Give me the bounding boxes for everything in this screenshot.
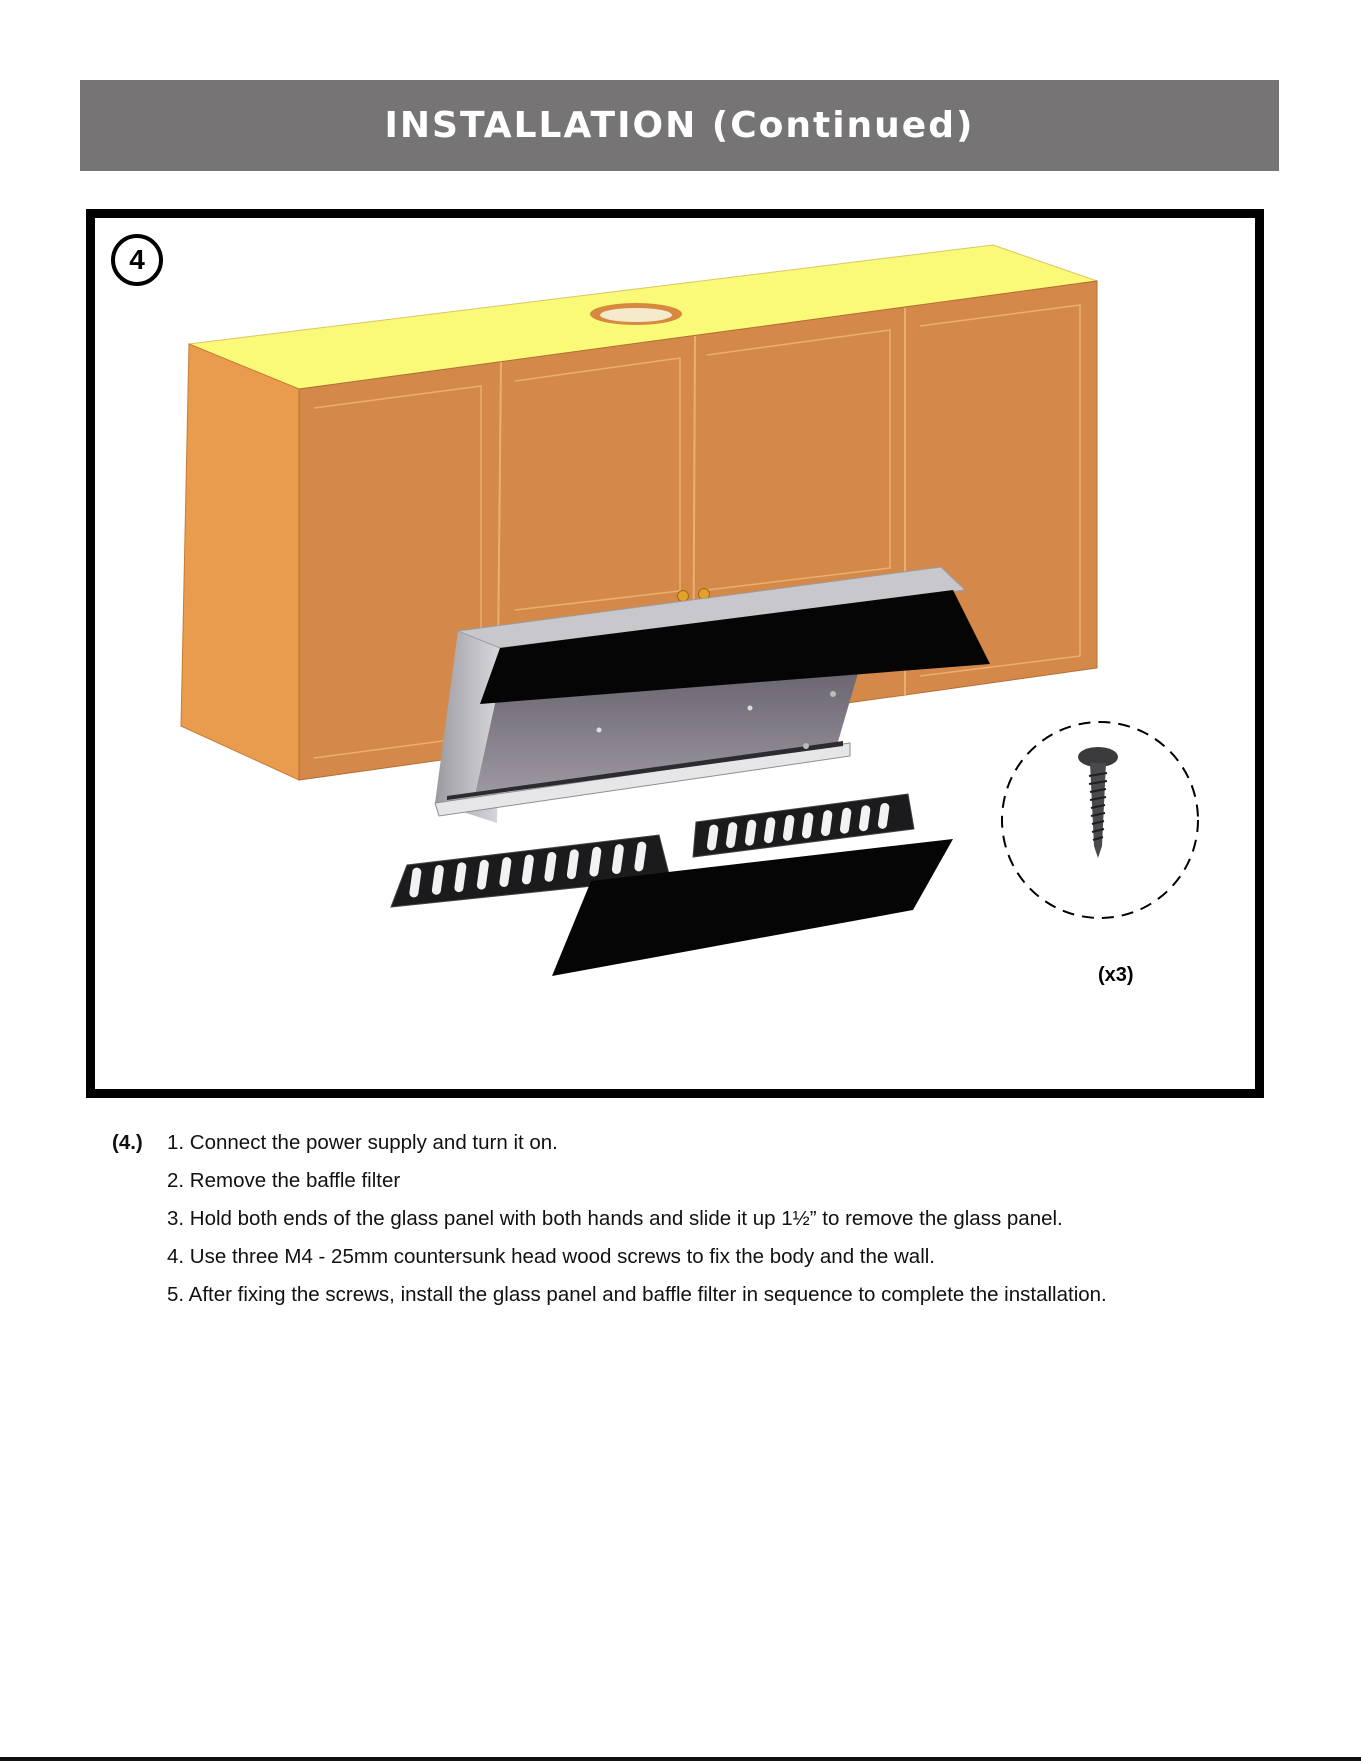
section-marker: (4.) xyxy=(112,1131,143,1154)
hood-body-top xyxy=(456,566,967,649)
step-item: 5. After fixing the screws, install the … xyxy=(167,1283,1107,1306)
baffle-slot xyxy=(431,864,444,895)
baffle-slot xyxy=(521,854,534,885)
step-item: 1. Connect the power supply and turn it … xyxy=(167,1131,558,1154)
baffle-slot xyxy=(877,802,890,829)
baffle-slot xyxy=(725,822,738,849)
cabinet-side xyxy=(180,343,300,781)
hood-installation-illustration xyxy=(180,244,1199,976)
screw-icon xyxy=(1078,747,1118,858)
section-title: INSTALLATION (Continued) xyxy=(384,105,975,146)
step-list: 1. Connect the power supply and turn it … xyxy=(112,1124,1262,1314)
baffle-slot xyxy=(858,805,871,832)
baffle-slot xyxy=(706,824,719,851)
hood-glass-panel xyxy=(480,590,990,704)
removed-glass-panel xyxy=(552,839,953,976)
baffle-slot xyxy=(544,851,557,882)
baffle-slot xyxy=(566,849,579,880)
baffle-slot xyxy=(454,862,467,893)
section-header: INSTALLATION (Continued) xyxy=(80,80,1279,171)
step-item: 4. Use three M4 - 25mm countersunk head … xyxy=(167,1245,935,1268)
baffle-slot xyxy=(634,841,647,872)
baffle-slot xyxy=(782,814,795,841)
baffle-slot xyxy=(499,857,512,887)
baffle-slot xyxy=(820,810,833,837)
baffle-slot xyxy=(409,867,422,898)
cabinet-knob xyxy=(677,590,689,602)
baffle-slot xyxy=(589,846,602,877)
screw-quantity-label: (x3) xyxy=(1098,964,1134,986)
baffle-slot xyxy=(839,807,852,834)
instruction-steps: (4.) 1. Connect the power supply and tur… xyxy=(112,1124,1262,1314)
screw-callout xyxy=(1001,721,1199,919)
step-item: 3. Hold both ends of the glass panel wit… xyxy=(167,1207,1063,1230)
step-number-badge: 4 xyxy=(111,234,163,286)
baffle-slot xyxy=(476,859,489,890)
baffle-slot xyxy=(611,844,624,874)
baffle-slot xyxy=(763,817,776,844)
page-bottom-rule xyxy=(0,1757,1361,1761)
baffle-slot xyxy=(801,812,814,839)
step-item: 2. Remove the baffle filter xyxy=(167,1169,401,1192)
installation-figure: 4 (x3) xyxy=(86,209,1264,1098)
baffle-slot xyxy=(744,819,757,846)
